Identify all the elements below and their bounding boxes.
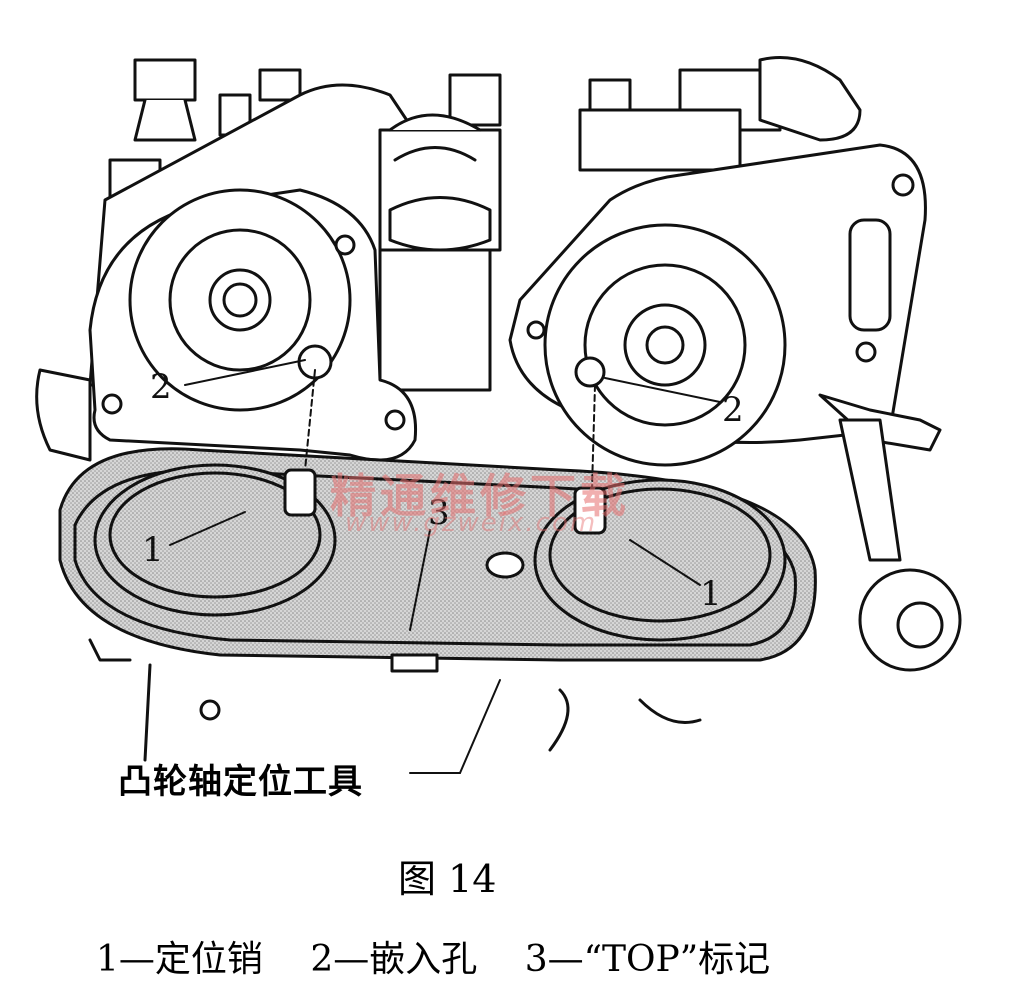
figure-title: 图 14 — [398, 857, 497, 901]
callout-1-right: 1 — [700, 574, 722, 614]
legend-item-1: 1—定位销 — [96, 939, 263, 980]
engine-block-lower — [88, 638, 702, 762]
legend-item-2: 2—嵌入孔 — [310, 939, 478, 980]
callout-1-left: 1 — [142, 530, 164, 570]
watermark-text: 精通维修下载 — [330, 469, 630, 523]
bracket-arm — [818, 393, 962, 672]
tool-label: 凸轮轴定位工具 — [118, 762, 363, 802]
legend-item-3: 3—“TOP”标记 — [524, 939, 771, 980]
callout-2-left: 2 — [150, 367, 172, 407]
callout-2-right: 2 — [722, 390, 744, 430]
callout-3-top-mark: 3 — [428, 493, 450, 533]
camshaft-locating-tool — [58, 447, 817, 673]
left-camshaft-cover — [88, 188, 418, 462]
watermark-url: www.gzweix.com — [345, 508, 598, 538]
legend: 1—定位销 2—嵌入孔 3—“TOP”标记 — [96, 930, 806, 982]
right-camshaft-cover — [508, 143, 927, 467]
leader-lines — [169, 359, 721, 774]
